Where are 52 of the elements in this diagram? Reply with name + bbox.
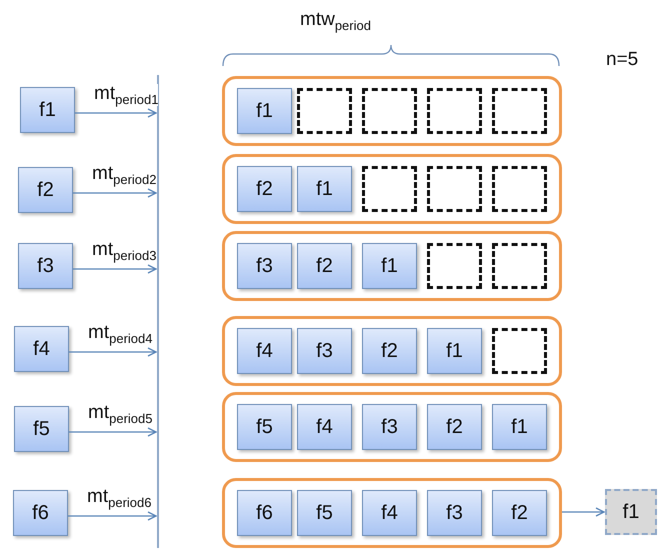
window-frame xyxy=(222,76,562,146)
empty-slot xyxy=(362,88,417,134)
window-frame xyxy=(222,316,562,386)
arrow xyxy=(562,507,605,517)
frame-box: f4 xyxy=(14,326,69,372)
frame-box: f6 xyxy=(237,490,292,536)
frame-box: f2 xyxy=(297,243,352,289)
arrow xyxy=(73,188,157,198)
arrow xyxy=(73,264,157,274)
frame-box: f3 xyxy=(427,490,482,536)
frame-box: f5 xyxy=(14,406,69,452)
empty-slot xyxy=(362,166,417,212)
frame-box: f5 xyxy=(297,490,352,536)
empty-slot xyxy=(492,166,547,212)
arrow xyxy=(69,347,157,357)
frame-box: f4 xyxy=(237,328,292,374)
frame-box: f3 xyxy=(18,243,73,289)
empty-slot xyxy=(297,88,352,134)
empty-slot xyxy=(492,88,547,134)
window-size-label: mtw$_{period}$ xyxy=(300,10,371,32)
empty-slot xyxy=(492,328,547,374)
window-frame xyxy=(222,392,562,462)
frame-box: f4 xyxy=(362,490,417,536)
frame-box: f3 xyxy=(297,328,352,374)
evicted-frame-box: f1 xyxy=(605,489,657,535)
frame-box: f2 xyxy=(18,167,73,213)
frame-box: f1 xyxy=(427,328,482,374)
frame-box: f6 xyxy=(13,490,68,536)
empty-slot xyxy=(492,243,547,289)
frame-box: f5 xyxy=(237,404,292,450)
empty-slot xyxy=(427,243,482,289)
arrow xyxy=(69,427,157,437)
frame-box: f1 xyxy=(237,88,292,134)
frame-box: f4 xyxy=(297,404,352,450)
empty-slot xyxy=(427,166,482,212)
vertical-line xyxy=(157,75,159,548)
frame-box: f3 xyxy=(237,243,292,289)
arrow xyxy=(68,511,157,521)
frame-box: f1 xyxy=(362,243,417,289)
window-frame xyxy=(222,231,562,301)
frame-box: f1 xyxy=(297,166,352,212)
frame-box: f1 xyxy=(492,404,547,450)
empty-slot xyxy=(427,88,482,134)
frame-box: f2 xyxy=(362,328,417,374)
frame-box: f2 xyxy=(427,404,482,450)
frame-box: f2 xyxy=(237,166,292,212)
window-frame xyxy=(222,154,562,224)
window-frame xyxy=(222,478,562,548)
frame-box: f3 xyxy=(362,404,417,450)
frame-box: f2 xyxy=(492,490,547,536)
arrow xyxy=(75,108,157,118)
frame-box: f1 xyxy=(20,87,75,133)
